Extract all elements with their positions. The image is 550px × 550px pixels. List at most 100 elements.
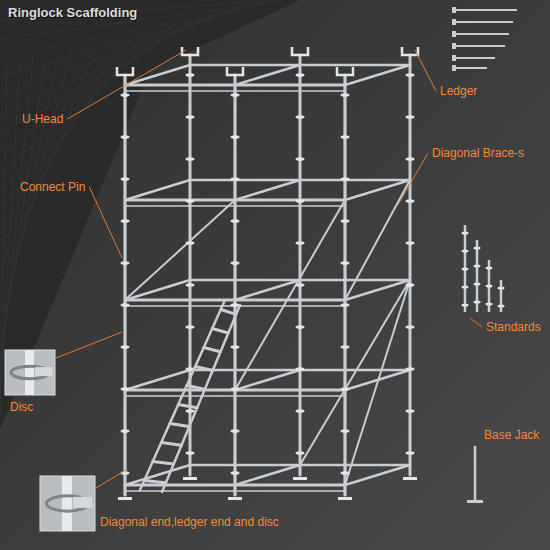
stair-step (153, 462, 174, 464)
u-head (337, 67, 353, 75)
disc (186, 199, 195, 203)
disc (486, 267, 493, 270)
disc (406, 367, 415, 371)
disc (231, 471, 240, 475)
base-plate (118, 497, 132, 500)
disc (296, 409, 305, 413)
disc (341, 135, 350, 139)
u-head (117, 67, 133, 75)
disc (341, 345, 350, 349)
disc (474, 301, 481, 304)
disc (231, 345, 240, 349)
ledger-end (452, 31, 456, 37)
disc (406, 73, 415, 77)
ledger (125, 84, 345, 87)
leader-line (56, 332, 122, 358)
disc (474, 265, 481, 268)
u-head (292, 47, 308, 55)
disc (341, 219, 350, 223)
base-plate (293, 477, 307, 480)
disc (296, 367, 305, 371)
part-label: Connect Pin (20, 180, 85, 194)
disc (186, 451, 195, 455)
ledger (235, 180, 300, 200)
disc (186, 73, 195, 77)
disc (186, 157, 195, 161)
disc (231, 93, 240, 97)
leader-line (470, 318, 482, 327)
disc (474, 283, 481, 286)
disc (486, 285, 493, 288)
leader-line (96, 470, 126, 488)
wall-line (0, 6, 254, 58)
disc (296, 241, 305, 245)
ledger-end (452, 65, 456, 71)
u-head (227, 67, 243, 75)
disc (296, 199, 305, 203)
disc (462, 304, 469, 307)
stair-step (161, 443, 181, 446)
disc (462, 286, 469, 289)
disc (231, 429, 240, 433)
diagonal-brace (300, 280, 410, 465)
stair-step (178, 405, 197, 408)
photo-frame (5, 350, 55, 395)
wall-line (0, 3, 267, 39)
disc (341, 471, 350, 475)
ledger (125, 205, 345, 207)
photo-post (25, 350, 34, 395)
part-label: Base Jack (484, 428, 539, 442)
disc (406, 325, 415, 329)
ledger-end (452, 7, 456, 13)
ledger (125, 180, 190, 200)
disc (296, 157, 305, 161)
base-jack-part (474, 446, 477, 500)
leader-line (67, 50, 186, 119)
disc (498, 305, 505, 308)
disc (406, 241, 415, 245)
ledger (235, 465, 300, 485)
wall-texture (0, 0, 280, 419)
disc (231, 387, 240, 391)
disc (231, 177, 240, 181)
diagonal-brace (345, 280, 410, 485)
ledger (125, 65, 190, 85)
base-plate (403, 477, 417, 480)
ledger-part (455, 57, 495, 59)
ledger (235, 280, 300, 300)
disc (231, 135, 240, 139)
photo-post (62, 476, 72, 531)
diagonal-brace (235, 200, 345, 390)
disc-photo (5, 350, 55, 395)
diagonal-brace (345, 180, 410, 300)
ledger-part (455, 9, 517, 11)
photo-ledger-end (35, 367, 53, 376)
ledger-part (455, 45, 505, 47)
disc (406, 283, 415, 287)
ledger-part (455, 67, 487, 69)
stair-step (187, 386, 205, 390)
ledger-part (455, 21, 513, 23)
disc (121, 93, 130, 97)
disc (121, 177, 130, 181)
disc (341, 429, 350, 433)
disc (406, 157, 415, 161)
disc (341, 93, 350, 97)
scaffold (117, 47, 418, 500)
ledger-end (452, 55, 456, 61)
disc (121, 345, 130, 349)
disc (186, 115, 195, 119)
ledger (345, 65, 410, 85)
base-plate (338, 497, 352, 500)
disc (462, 268, 469, 271)
part-label: Ledger (440, 84, 477, 98)
wall-line (0, 36, 124, 248)
ledger (125, 90, 345, 92)
leader-line (89, 187, 122, 258)
base-plate (183, 477, 197, 480)
ledger (125, 370, 190, 390)
part-label: Standards (486, 320, 541, 334)
disc (186, 241, 195, 245)
